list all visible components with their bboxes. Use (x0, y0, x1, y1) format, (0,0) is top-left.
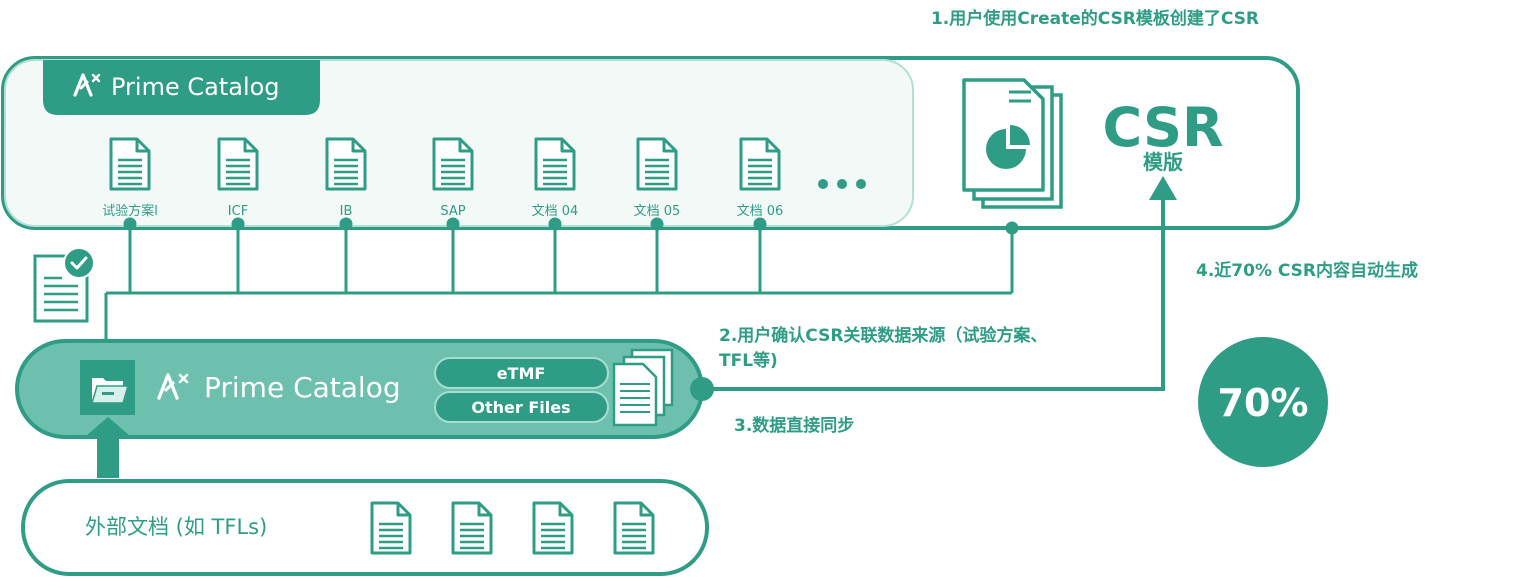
other-files-pill[interactable] (434, 391, 609, 423)
doc-label: 文档 04 (532, 204, 579, 219)
external-docs-label: 外部文档 (如 TFLs) (85, 515, 267, 539)
doc-label: SAP (440, 204, 465, 219)
step4-label: 4.近70% CSR内容自动生成 (1196, 260, 1418, 281)
document-icon (217, 137, 259, 191)
document-icon (325, 137, 367, 191)
upload-arrow-head (86, 417, 130, 436)
document-icon (739, 137, 781, 191)
document-icon (109, 137, 151, 191)
csr-template-title: CSR (1102, 96, 1223, 159)
checked-document-icon (33, 247, 95, 323)
step2-label-line2: TFL等) (719, 350, 778, 371)
doc-label: IB (340, 204, 353, 219)
top-doc-1[interactable]: ICF (217, 137, 259, 219)
document-stack-icon (612, 348, 674, 427)
top-brand-tab (43, 60, 320, 115)
external-doc-icon[interactable] (451, 501, 493, 555)
etmf-pill-label: eTMF (497, 364, 546, 383)
top-brand-name: Prime Catalog (111, 73, 280, 101)
document-icon (534, 137, 576, 191)
brand-logo-icon (157, 373, 189, 400)
upload-arrow-shaft (97, 436, 119, 478)
csr-template-subtitle: 模版 (1143, 150, 1183, 174)
brand-logo-icon (73, 73, 101, 97)
result-badge (1198, 337, 1328, 467)
folder-open-icon (90, 378, 130, 404)
external-doc-icon[interactable] (370, 501, 412, 555)
bottom-brand-name: Prime Catalog (204, 371, 401, 404)
up-arrow-head (1149, 176, 1177, 200)
top-doc-5[interactable]: 文档 05 (634, 137, 681, 219)
etmf-pill[interactable] (434, 357, 609, 389)
sync-node (690, 377, 714, 401)
document-icon (432, 137, 474, 191)
sync-connector (702, 190, 1165, 391)
report-pie-chart-icon (962, 78, 1063, 209)
doc-label: 文档 05 (634, 204, 681, 219)
external-doc-icon[interactable] (532, 501, 574, 555)
step3-label: 3.数据直接同步 (734, 415, 854, 436)
step1-label: 1.用户使用Create的CSR模板创建了CSR (931, 8, 1259, 29)
other-files-pill-label: Other Files (471, 398, 570, 417)
result-value: 70% (1218, 381, 1309, 425)
ellipsis-icon (818, 179, 866, 189)
doc-label: 文档 06 (737, 204, 784, 219)
doc-label: 试验方案l (102, 203, 158, 219)
top-doc-6[interactable]: 文档 06 (737, 137, 784, 219)
top-doc-0[interactable]: 试验方案l (102, 137, 158, 219)
document-icon (636, 137, 678, 191)
top-connectors (104, 217, 1019, 358)
external-doc-icon[interactable] (613, 501, 655, 555)
top-doc-4[interactable]: 文档 04 (532, 137, 579, 219)
doc-label: ICF (228, 204, 248, 219)
top-doc-2[interactable]: IB (325, 137, 367, 219)
step2-label-line1: 2.用户确认CSR关联数据来源（试验方案、 (719, 325, 1047, 346)
top-doc-3[interactable]: SAP (432, 137, 474, 219)
